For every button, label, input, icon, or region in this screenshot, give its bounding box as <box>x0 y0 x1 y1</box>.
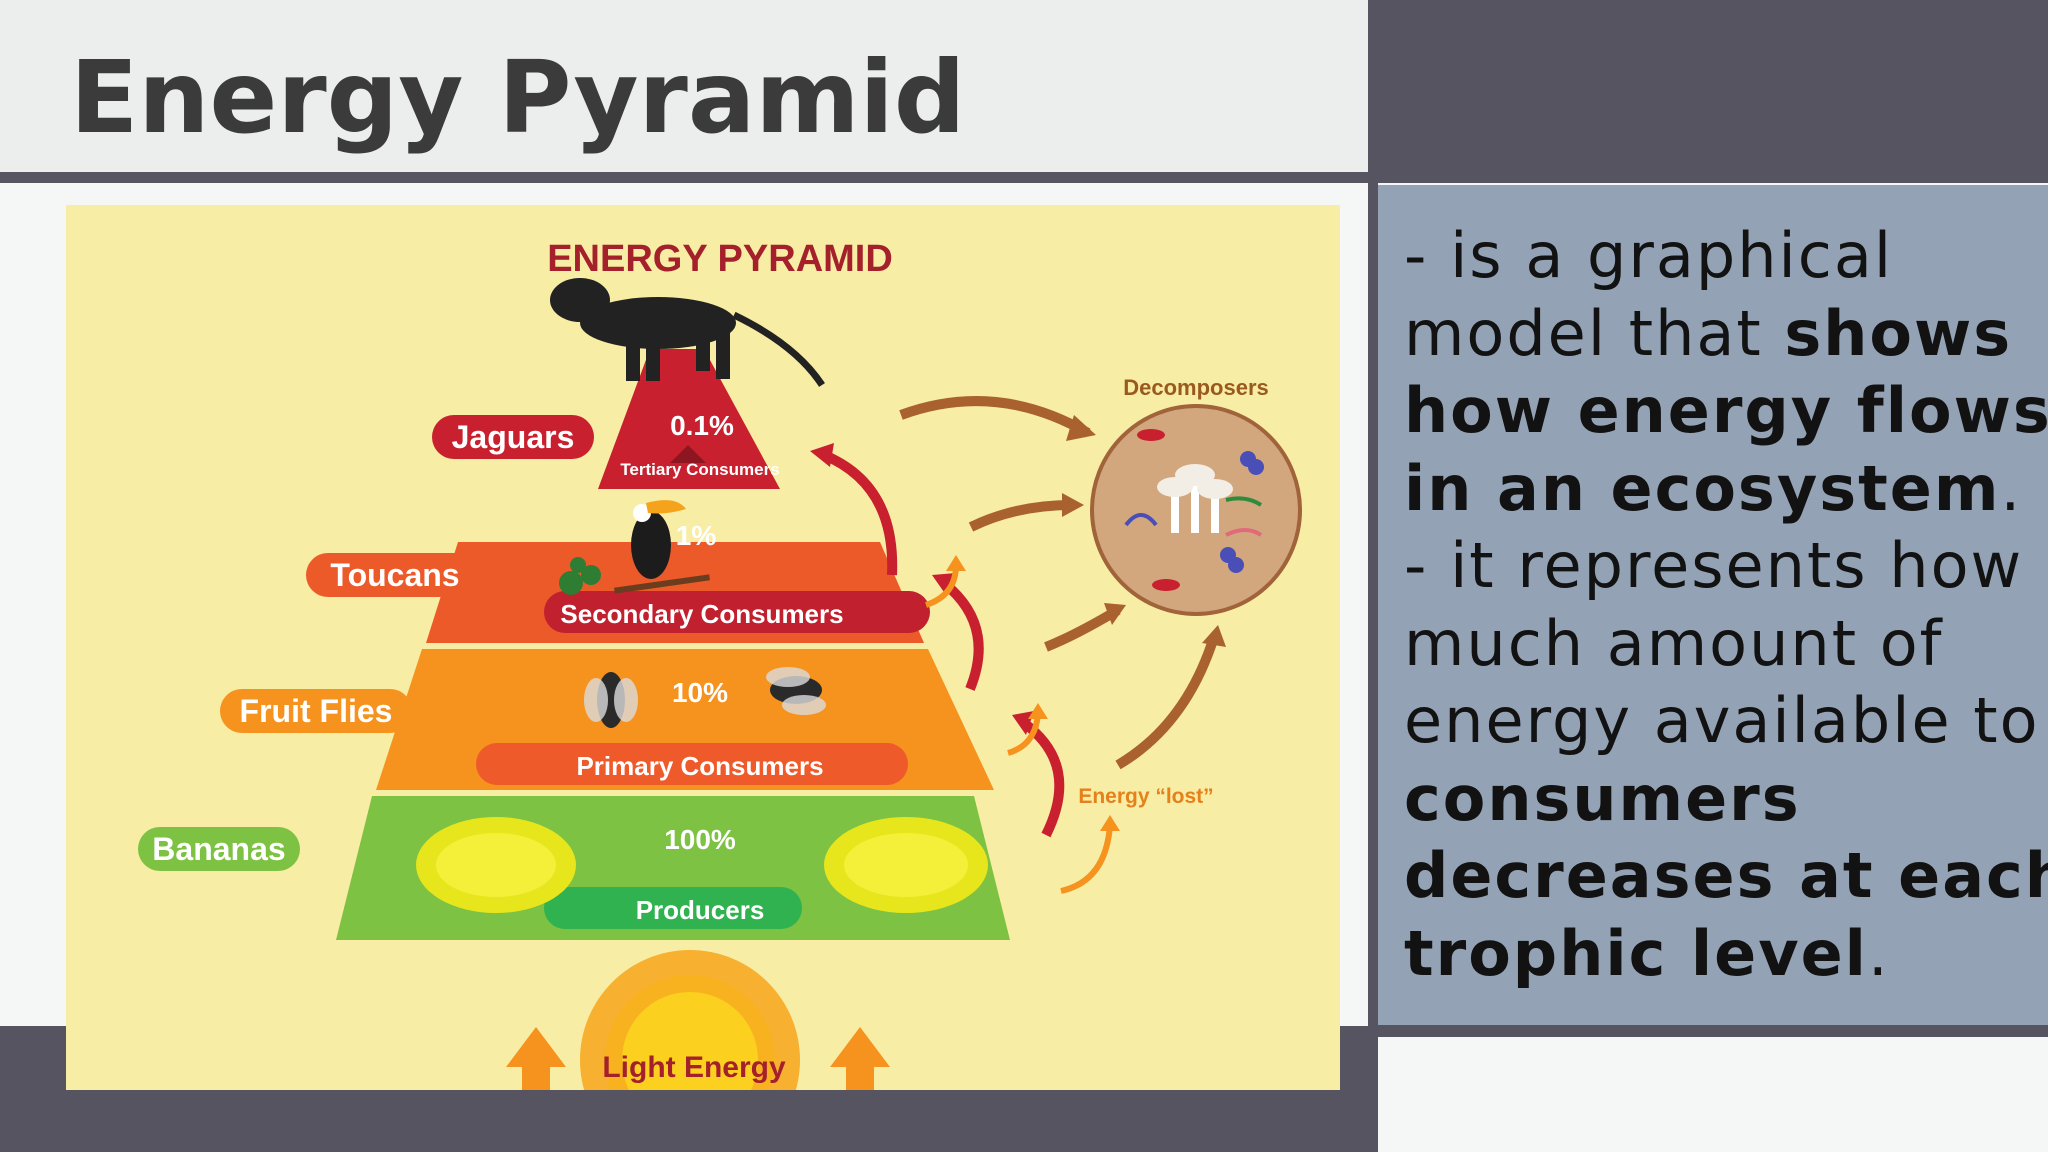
lost-energy-arrow-icon <box>1060 824 1113 894</box>
tertiary-consumers-tier <box>598 349 780 489</box>
title-underline <box>0 172 1368 183</box>
definition-line: in an ecosystem. <box>1404 451 2023 525</box>
banana-bunch-icon <box>824 817 988 913</box>
pyramid-svg: Light Energy 0.1% 1% 10% 100% Tertiary C… <box>66 205 1340 1090</box>
foliage-icon <box>559 557 601 595</box>
mushrooms-icon <box>1157 464 1233 533</box>
slide-title: Energy Pyramid <box>70 39 966 156</box>
sun-icon <box>580 950 800 1090</box>
definition-line: how energy flows <box>1404 374 2048 447</box>
jaguars-label: Jaguars <box>452 419 575 455</box>
fly-icon <box>766 667 826 715</box>
tertiary-percent: 0.1% <box>670 410 734 441</box>
secondary-level-label: Secondary Consumers <box>560 599 843 629</box>
definition-text: - is a graphical model that shows how en… <box>1404 217 2048 992</box>
toucans-pill <box>306 553 484 597</box>
fruit-flies-pill <box>220 689 412 733</box>
tertiary-level-label: Tertiary Consumers <box>620 460 779 479</box>
definition-panel <box>1378 185 2048 1025</box>
energy-arrow-icon <box>1115 635 1219 770</box>
decomposers-label: Decomposers <box>1123 375 1269 400</box>
definition-line: model that shows <box>1404 296 2013 370</box>
toucans-label: Toucans <box>330 557 459 593</box>
definition-line: consumers <box>1404 761 1801 835</box>
up-arrow-icon <box>830 1027 890 1090</box>
title-bar <box>0 0 1368 172</box>
toucan-icon <box>614 500 710 594</box>
bananas-label: Bananas <box>152 831 285 867</box>
definition-line: much amount of <box>1404 606 1944 680</box>
primary-level-plaque <box>476 743 908 785</box>
fly-icon <box>584 672 638 728</box>
definition-line: - is a graphical <box>1404 219 1894 292</box>
producers-level-label: Producers <box>636 895 765 925</box>
energy-arrow-icon <box>899 396 1091 438</box>
jaguar-icon <box>550 278 825 387</box>
fruit-flies-label: Fruit Flies <box>240 693 393 729</box>
divider-strip <box>1368 183 1378 1152</box>
banana-bunch-icon <box>416 817 576 913</box>
producers-level-plaque <box>544 887 802 929</box>
definition-line: energy available to <box>1404 684 2040 757</box>
bacteria-icon <box>1124 429 1264 591</box>
energy-pyramid-infographic: Light Energy 0.1% 1% 10% 100% Tertiary C… <box>66 205 1340 1090</box>
secondary-percent: 1% <box>676 520 717 551</box>
primary-level-label: Primary Consumers <box>576 751 823 781</box>
producers-percent: 100% <box>664 824 736 855</box>
top-right-accent-block <box>1368 0 2048 183</box>
light-energy-label: Light Energy <box>602 1051 786 1084</box>
energy-arrow-icon <box>940 579 984 691</box>
energy-arrow-icon <box>968 500 1073 532</box>
up-arrow-icon <box>506 1027 566 1090</box>
definition-line: decreases at each <box>1404 839 2048 912</box>
diagram-title: ENERGY PYRAMID <box>547 238 893 280</box>
secondary-level-plaque <box>544 591 930 633</box>
jaguars-pill <box>432 415 594 459</box>
energy-lost-label: Energy “lost” <box>1078 785 1213 808</box>
definition-panel-border <box>1378 1025 2048 1037</box>
definition-line: - it represents how <box>1404 529 2024 602</box>
bananas-pill <box>138 827 300 871</box>
primary-percent: 10% <box>672 677 728 708</box>
definition-line: trophic level. <box>1404 916 1890 990</box>
energy-arrow-icon <box>822 450 898 576</box>
